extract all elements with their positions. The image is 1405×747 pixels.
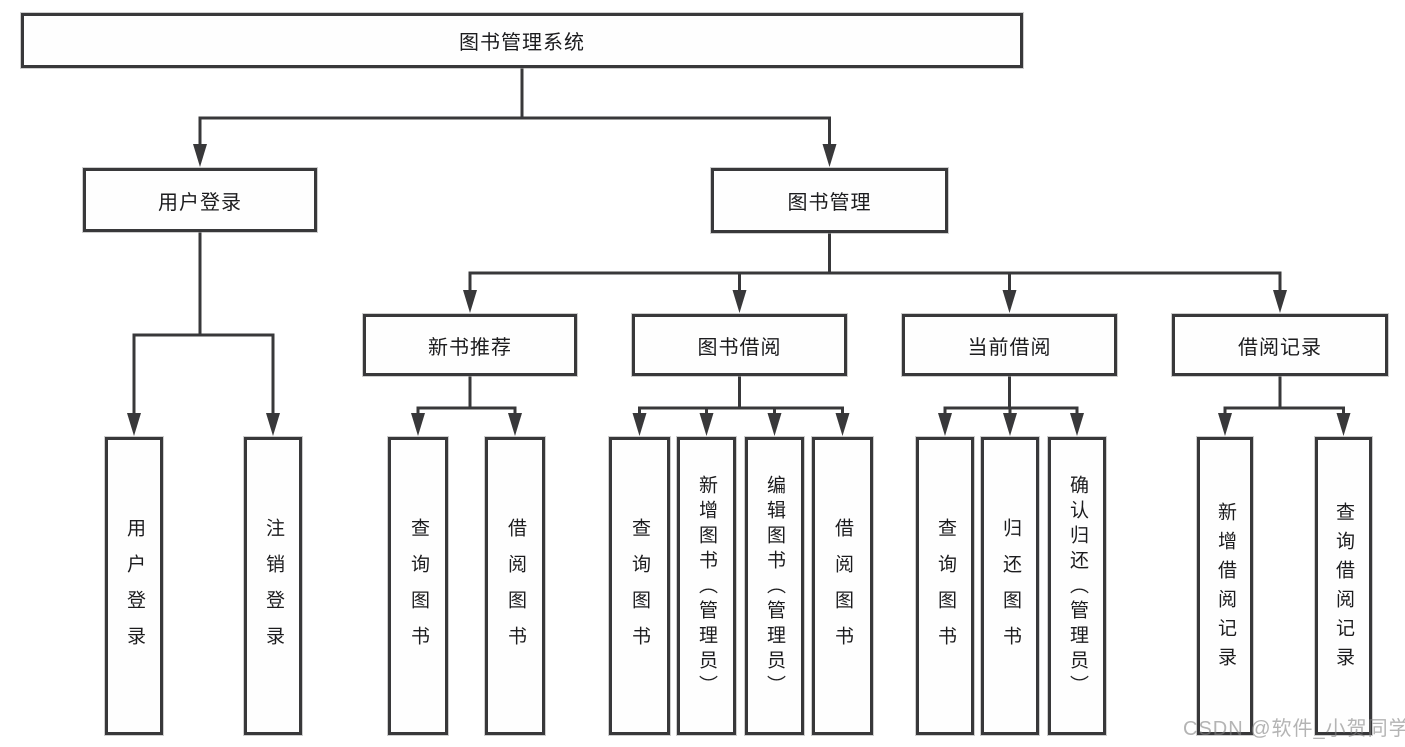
arrowhead-icon (508, 413, 522, 436)
node-book-management: 图书管理 (711, 168, 948, 233)
node-leaf-return-book: 归还图书 (981, 437, 1039, 735)
node-leaf-borrow-book-recommend: 借阅图书 (485, 437, 545, 735)
node-borrowing-records: 借阅记录 (1172, 314, 1388, 376)
arrowhead-icon (1273, 290, 1287, 313)
arrowhead-icon (699, 413, 714, 436)
node-leaf-user-login: 用户登录 (105, 437, 163, 735)
arrowhead-icon (127, 413, 141, 436)
arrowhead-icon (1003, 413, 1017, 436)
node-leaf-borrow-book-borrowing: 借阅图书 (812, 437, 873, 735)
node-leaf-add-book-admin: 新增图书（管理员） (677, 437, 736, 735)
node-leaf-query-book-current: 查询图书 (916, 437, 974, 735)
node-root: 图书管理系统 (21, 13, 1023, 68)
arrowhead-icon (1070, 413, 1084, 436)
node-book-borrowing: 图书借阅 (632, 314, 847, 376)
node-leaf-edit-book-admin: 编辑图书（管理员） (745, 437, 804, 735)
arrowhead-icon (732, 290, 747, 313)
node-leaf-query-book-borrowing: 查询图书 (609, 437, 670, 735)
arrowhead-icon (1002, 290, 1017, 313)
arrowhead-icon (411, 413, 425, 436)
node-leaf-query-book-recommend: 查询图书 (388, 437, 448, 735)
arrowhead-icon (1336, 413, 1351, 436)
node-leaf-add-borrow-record: 新增借阅记录 (1197, 437, 1253, 735)
node-user-login: 用户登录 (83, 168, 317, 232)
arrowhead-icon (266, 413, 280, 436)
node-leaf-confirm-return-admin: 确认归还（管理员） (1048, 437, 1106, 735)
arrowhead-icon (822, 144, 837, 167)
arrowhead-icon (463, 290, 477, 313)
node-leaf-query-borrow-record: 查询借阅记录 (1315, 437, 1372, 735)
node-leaf-logout: 注销登录 (244, 437, 302, 735)
arrowhead-icon (632, 413, 647, 436)
node-current-borrowing: 当前借阅 (902, 314, 1117, 376)
arrowhead-icon (767, 413, 782, 436)
arrowhead-icon (1218, 413, 1232, 436)
arrowhead-icon (835, 413, 850, 436)
arrowhead-icon (193, 144, 207, 167)
arrowhead-icon (938, 413, 952, 436)
node-new-book-recommend: 新书推荐 (363, 314, 577, 376)
